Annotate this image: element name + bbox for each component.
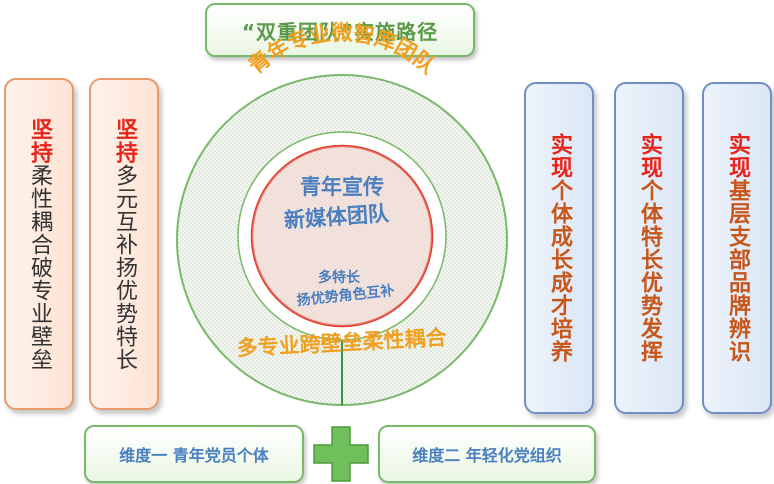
- right-column-2: 实现个体特长优势发挥: [614, 82, 684, 414]
- dimension-two-box: 维度二 年轻化党组织: [378, 425, 596, 483]
- right-column-1: 实现个体成长成才培养: [524, 82, 594, 414]
- right-column-2-highlight: 实现: [637, 133, 662, 179]
- left-column-2-highlight: 坚持: [112, 117, 137, 164]
- right-column-1-text: 个体成长成才培养: [547, 179, 572, 363]
- right-column-3: 实现基层支部品牌辨识: [702, 82, 772, 414]
- left-column-1: 坚持柔性耦合破专业壁垒: [4, 78, 74, 410]
- diagram-title: “双重团队”实施路径: [205, 3, 475, 57]
- left-column-2: 坚持多元互补扬优势特长: [89, 78, 159, 410]
- inner-title-line1: 青年宣传: [300, 175, 384, 199]
- left-column-2-text: 多元互补扬优势特长: [112, 163, 137, 371]
- right-column-3-highlight: 实现: [725, 133, 750, 179]
- inner-small-line1: 多特长: [318, 269, 361, 285]
- right-column-1-highlight: 实现: [547, 133, 572, 179]
- right-column-3-text: 基层支部品牌辨识: [725, 179, 750, 363]
- outer-ring-label: 青年专业微智库团队: [245, 21, 440, 79]
- plus-icon: [313, 426, 369, 482]
- left-column-1-text: 柔性耦合破专业壁垒: [27, 163, 52, 371]
- left-column-1-highlight: 坚持: [27, 117, 52, 164]
- dimension-one-box: 维度一 青年党员个体: [84, 425, 304, 483]
- right-column-2-text: 个体特长优势发挥: [637, 179, 662, 363]
